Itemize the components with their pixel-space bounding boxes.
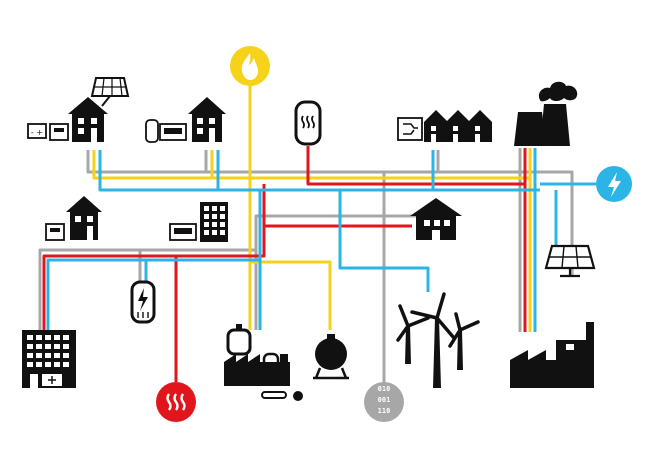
water-heater-icon xyxy=(294,100,322,146)
gas-storage-tank-icon xyxy=(313,334,349,380)
battery-icon xyxy=(27,123,47,139)
house-with-meter-icon xyxy=(45,196,102,241)
power-plant-icon xyxy=(514,81,578,146)
single-house-icon xyxy=(410,198,462,240)
data-hub-line-1: 010 xyxy=(378,385,391,393)
gas-line-storage xyxy=(250,260,332,330)
flame-icon xyxy=(241,53,258,80)
house-with-gas-meter-icon xyxy=(145,97,226,143)
electricity-line-west xyxy=(46,190,262,330)
apartment-building-icon xyxy=(169,202,228,242)
wind-turbine-left xyxy=(396,304,430,364)
heat-line-west xyxy=(42,184,266,330)
factory-icon xyxy=(510,322,594,388)
wind-turbines-icon xyxy=(396,292,480,388)
lightning-bolt-icon xyxy=(608,172,621,197)
data-hub: 010 001 110 xyxy=(364,382,404,422)
data-hub-line-2: 001 xyxy=(378,396,391,404)
wind-turbine-right xyxy=(448,312,480,370)
data-hub-line-3: 110 xyxy=(378,407,391,415)
electricity-line-top-bus xyxy=(98,150,540,192)
solar-array-icon xyxy=(544,244,596,278)
steam-cloud-icon xyxy=(538,81,578,102)
industrial-plant-icon xyxy=(224,324,303,401)
gas-hub xyxy=(230,46,270,86)
heat-hub xyxy=(156,382,196,422)
svg-text:- +: - + xyxy=(31,128,43,137)
boiler-tank-icon xyxy=(145,119,159,143)
gas-line-top-bus xyxy=(92,150,530,180)
binary-code-icon: 010 001 110 xyxy=(378,385,391,415)
terraced-houses-icon xyxy=(397,110,492,142)
electricity-hub xyxy=(596,166,632,202)
data-line-mid-bus xyxy=(254,206,438,222)
heat-line-top-bus xyxy=(306,146,525,186)
solar-panel-icon xyxy=(90,77,130,107)
electricity-line-wind-farm xyxy=(338,190,430,292)
wind-turbine-center xyxy=(410,292,456,388)
house-with-storage-icon: - + xyxy=(27,97,108,142)
gear-icon xyxy=(293,391,303,401)
heat-waves-icon xyxy=(166,393,186,411)
data-line-office xyxy=(38,222,258,330)
data-line-top-bus xyxy=(86,150,574,276)
battery-storage-icon xyxy=(130,280,156,324)
network-wires xyxy=(38,86,600,382)
heat-exchanger-icon xyxy=(397,117,423,141)
office-building-icon xyxy=(22,330,76,388)
